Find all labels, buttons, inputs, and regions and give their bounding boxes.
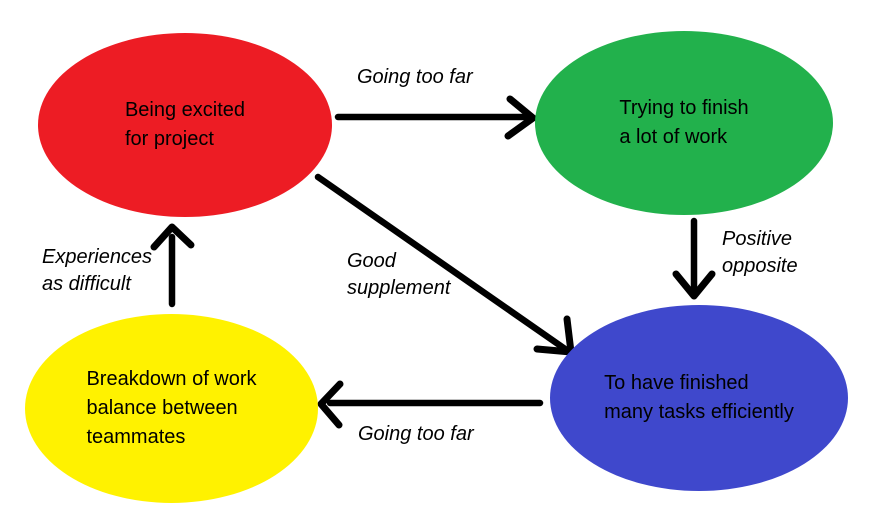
- node-breakdown-of-work: Breakdown of work balance between teamma…: [25, 314, 318, 503]
- edge-label-positive-opposite: Positive opposite: [722, 228, 798, 277]
- edge-label-experiences-as-difficult: Experiences as difficult: [42, 246, 153, 295]
- edge-label-going-too-far-top: Going too far: [357, 66, 473, 88]
- arrow-trying-to-finished: [672, 217, 716, 300]
- node-trying-to-finish: Trying to finish a lot of work: [535, 31, 833, 215]
- arrow-finished-to-breakdown: [317, 380, 544, 429]
- node-being-excited-label: Being excited for project: [124, 99, 246, 150]
- node-finished-many-tasks-label: To have finished many tasks efficiently: [604, 372, 794, 423]
- node-finished-many-tasks: To have finished many tasks efficiently: [550, 305, 848, 491]
- arrow-excited-to-trying: [334, 95, 537, 140]
- node-breakdown-of-work-label: Breakdown of work balance between teamma…: [86, 368, 257, 448]
- arrow-breakdown-to-excited: [150, 223, 195, 308]
- edge-label-good-supplement: Good supplement: [347, 250, 451, 299]
- node-trying-to-finish-label: Trying to finish a lot of work: [619, 97, 749, 148]
- node-being-excited: Being excited for project: [38, 33, 332, 217]
- edge-label-going-too-far-bottom: Going too far: [358, 423, 474, 445]
